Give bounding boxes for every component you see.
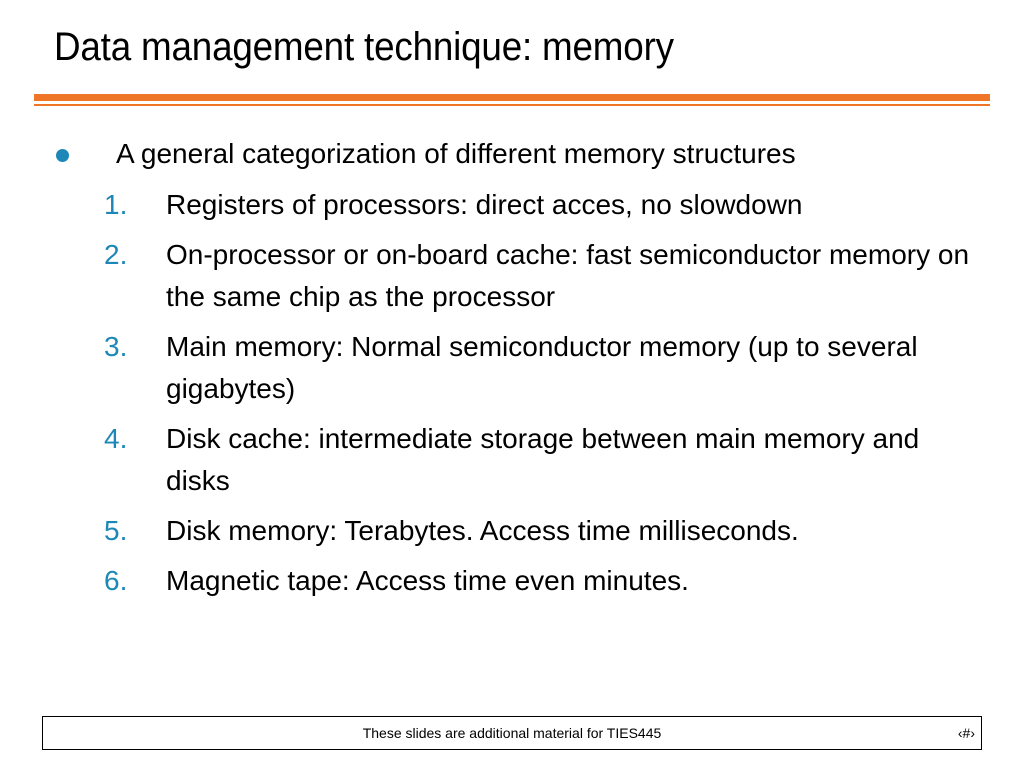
main-bullet: A general categorization of different me…	[56, 134, 796, 174]
list-item-number: 6.	[104, 565, 128, 596]
list-item: 1. Registers of processors: direct acces…	[104, 184, 984, 226]
main-bullet-text: A general categorization of different me…	[116, 138, 796, 169]
slide-number-placeholder: ‹#›	[957, 725, 975, 741]
list-item-text: Magnetic tape: Access time even minutes.	[166, 565, 689, 596]
footer-text: These slides are additional material for…	[362, 725, 662, 741]
slide-footer: These slides are additional material for…	[42, 716, 982, 750]
list-item: 5. Disk memory: Terabytes. Access time m…	[104, 510, 984, 552]
list-item-number: 5.	[104, 515, 128, 546]
list-item-number: 3.	[104, 331, 128, 362]
list-item-number: 2.	[104, 239, 128, 270]
list-item: 6. Magnetic tape: Access time even minut…	[104, 560, 984, 602]
list-item: 4. Disk cache: intermediate storage betw…	[104, 418, 984, 502]
title-divider-thick	[34, 94, 990, 101]
list-item-text: Registers of processors: direct acces, n…	[166, 189, 803, 220]
slide-title: Data management technique: memory	[54, 25, 674, 69]
list-item-number: 1.	[104, 189, 128, 220]
title-divider-thin	[34, 104, 990, 106]
list-item-text: Main memory: Normal semiconductor memory…	[166, 331, 918, 404]
list-item-text: Disk memory: Terabytes. Access time mill…	[166, 515, 799, 546]
list-item: 2. On-processor or on-board cache: fast …	[104, 234, 984, 318]
numbered-list: 1. Registers of processors: direct acces…	[104, 184, 984, 610]
list-item-text: Disk cache: intermediate storage between…	[166, 423, 920, 496]
list-item: 3. Main memory: Normal semiconductor mem…	[104, 326, 984, 410]
list-item-number: 4.	[104, 423, 128, 454]
bullet-dot-icon	[56, 148, 69, 162]
list-item-text: On-processor or on-board cache: fast sem…	[166, 239, 970, 312]
